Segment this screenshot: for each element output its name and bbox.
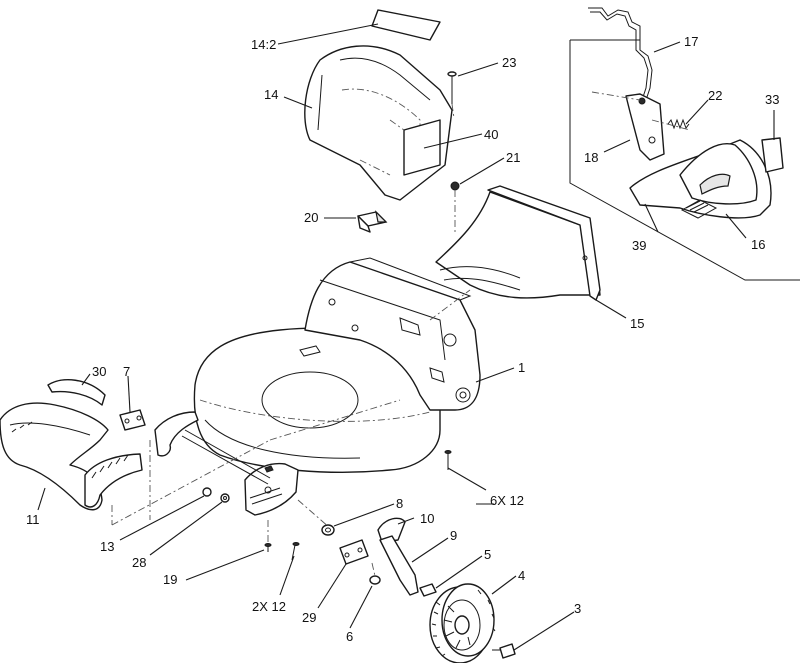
part-14-2-label [371,9,441,41]
part-33-label [761,137,784,173]
part-28-nut [220,493,230,503]
callout-1: 1 [518,360,525,375]
callout-39: 39 [632,238,646,253]
part-29-plate [339,539,369,565]
part-height-adjuster [244,462,299,516]
part-14-rear-bag-top [304,45,453,201]
callout-11: 11 [26,512,40,527]
part-8-spacer [321,524,335,536]
part-9-arm [379,535,419,596]
callout-18: 18 [584,150,598,165]
callout-17: 17 [684,34,698,49]
part-15-rear-chute [435,185,601,301]
part-2x12-screws [291,542,300,561]
callout-labels: 14:2 23 17 14 22 33 40 18 21 20 39 16 15… [26,34,779,644]
callout-6: 6 [346,629,353,644]
callout-19: 19 [163,572,177,587]
callout-23: 23 [502,55,516,70]
callout-5: 5 [484,547,491,562]
callout-2x12: 2X 12 [252,599,286,614]
callout-9: 9 [450,528,457,543]
part-7-bracket [119,409,146,431]
callout-14-2: 14:2 [251,37,276,52]
callout-28: 28 [132,555,146,570]
callout-40: 40 [484,127,498,142]
part-5-bolt [419,583,437,597]
callout-30: 30 [92,364,106,379]
part-6-washer [369,562,381,585]
callout-33: 33 [765,92,779,107]
part-3-wheel-bolt [492,643,516,659]
callout-22: 22 [708,88,722,103]
callout-3: 3 [574,601,581,616]
part-30-deflector-strip [47,379,106,406]
part-11-vent-marks [11,421,33,433]
part-39-rear-door [629,139,772,219]
part-6x12-screws [444,450,452,470]
part-23-screw [447,71,457,119]
part-19-screw [264,543,272,552]
part-18-pivot-bracket [591,91,691,161]
callout-20: 20 [304,210,318,225]
callout-15: 15 [630,316,644,331]
callout-10: 10 [420,511,434,526]
callout-16: 16 [751,237,765,252]
part-20-clip [357,210,388,233]
callout-7: 7 [123,364,130,379]
part-front-baffle [154,411,199,457]
part-grille [84,453,143,508]
part-21-nut [450,181,460,235]
part-axle-rod [181,429,271,485]
callout-21: 21 [506,150,520,165]
part-4-wheel [429,583,496,663]
callout-8: 8 [396,496,403,511]
callout-14: 14 [264,87,278,102]
part-1-mower-deck [193,257,481,473]
callout-6x12: 6X 12 [490,493,524,508]
part-17-handle-rod [588,7,653,101]
callout-13: 13 [100,539,114,554]
part-13-washer [202,487,212,497]
hidden-centerlines [111,399,401,545]
callout-4: 4 [518,568,525,583]
callout-29: 29 [302,610,316,625]
part-22-spring [667,118,690,130]
part-4-tread [431,589,496,657]
leader-lines [37,23,775,651]
